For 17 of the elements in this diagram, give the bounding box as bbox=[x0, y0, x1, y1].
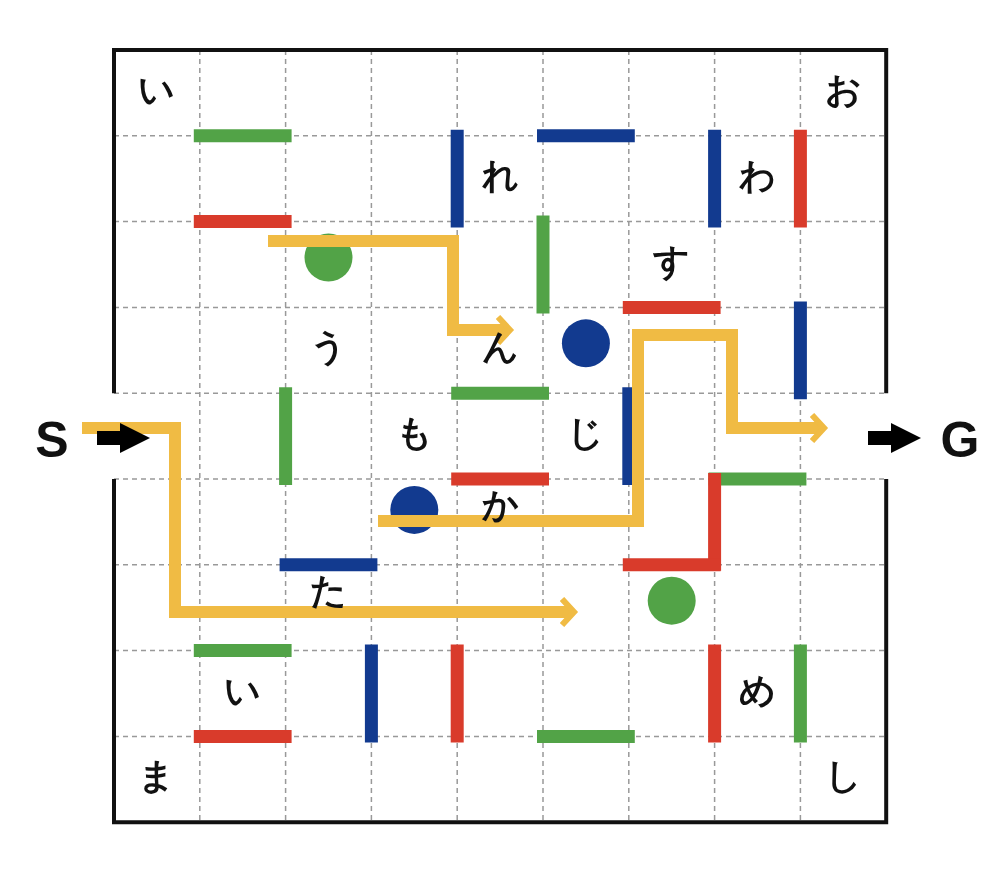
maze-character: じ bbox=[567, 415, 605, 452]
maze-character: め bbox=[739, 672, 776, 709]
maze-character: わ bbox=[739, 157, 776, 194]
maze-character: ま bbox=[138, 758, 176, 795]
maze-character: ん bbox=[481, 329, 519, 366]
maze-character: も bbox=[395, 415, 433, 452]
endpoint-label: S bbox=[35, 415, 69, 465]
maze-character: い bbox=[138, 71, 176, 108]
maze-character: し bbox=[824, 758, 862, 795]
maze-character: い bbox=[224, 672, 262, 709]
maze-character: お bbox=[824, 71, 862, 108]
maze-character: た bbox=[310, 572, 347, 609]
maze-character: れ bbox=[481, 157, 519, 194]
maze-character: か bbox=[481, 486, 519, 523]
maze-character: う bbox=[310, 329, 347, 366]
endpoint-label: G bbox=[940, 415, 980, 465]
maze-character: す bbox=[653, 243, 691, 280]
